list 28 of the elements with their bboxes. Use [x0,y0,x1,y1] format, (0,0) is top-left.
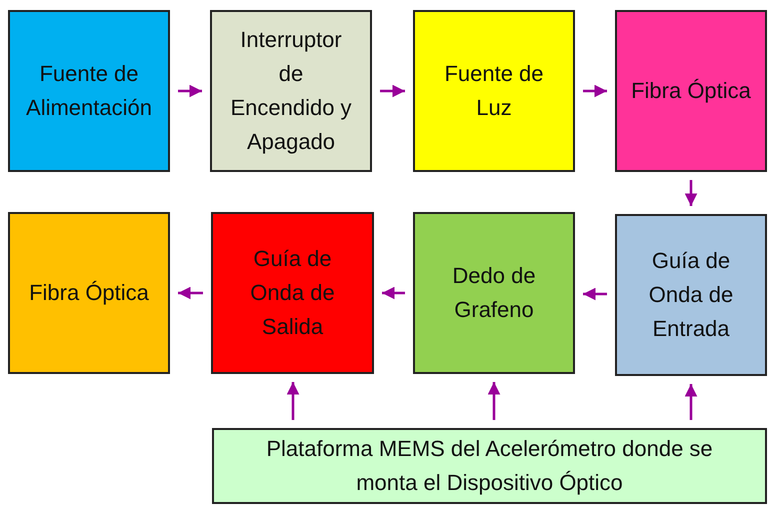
process-box [413,10,575,172]
process-box [212,428,767,504]
arrow [178,84,202,98]
arrow [286,382,300,420]
arrow [380,84,405,98]
arrow [684,180,698,206]
box-label: Guía de Onda de Entrada [648,247,734,343]
box-label: Fibra Óptica [29,279,149,307]
process-box [210,10,372,172]
arrow [684,384,698,420]
box-label: Plataforma MEMS del Acelerómetro donde se monta el Dispositivo Óptico [265,435,714,497]
process-box [8,212,170,374]
arrow [583,84,607,98]
arrow [488,382,500,420]
process-box [615,10,767,172]
box-label: Dedo de Grafeno [451,262,537,324]
arrow [583,288,607,300]
process-box [615,214,767,376]
arrow [178,286,203,300]
box-label: Guía de Onda de Salida [249,245,336,341]
box-label: Fibra Óptica [631,77,751,105]
arrow [382,286,405,300]
box-label: Fuente de Luz [443,60,545,122]
box-label: Interruptor de Encendido y Apagado [229,26,353,156]
process-box [211,212,374,374]
process-box [8,10,170,172]
box-label: Fuente de Alimentación [25,60,153,122]
process-box [413,212,575,374]
